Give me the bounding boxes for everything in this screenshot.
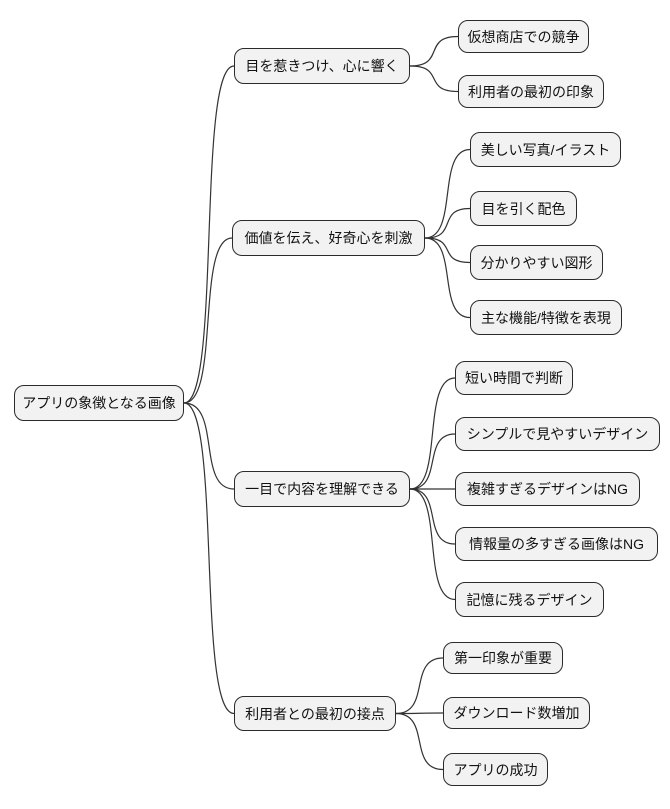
node-label: ダウンロード数増加 — [453, 705, 580, 721]
edge-root-b2 — [183, 237, 233, 404]
mindmap-node-b4c1: 第一印象が重要 — [443, 642, 563, 674]
mindmap-node-b2c4: 主な機能/特徴を表現 — [470, 300, 622, 335]
edge-b1-b1c2 — [409, 65, 459, 93]
edge-root-b1 — [183, 65, 235, 404]
node-label: 記憶に残るデザイン — [466, 591, 593, 608]
node-label: 情報量の多すぎる画像はNG — [469, 536, 644, 552]
edge-b4-b4c1 — [395, 657, 444, 715]
node-label: 複雑すぎるデザインはNG — [467, 481, 628, 497]
mindmap-node-b3c3: 複雑すぎるデザインはNG — [455, 472, 640, 506]
node-label: アプリの成功 — [453, 761, 538, 778]
node-label: アプリの象徴となる画像 — [22, 395, 176, 411]
mindmap-node-b3: 一目で内容を理解できる — [234, 471, 410, 507]
node-label: 主な機能/特徴を表現 — [481, 309, 611, 326]
edge-b2-b2c1 — [424, 148, 471, 239]
mindmap-node-b2c2: 目を引く配色 — [470, 191, 577, 226]
node-label: 第一印象が重要 — [454, 650, 552, 666]
mindmap-node-b2c3: 分かりやすい図形 — [470, 245, 603, 280]
node-label: 利用者の最初の印象 — [468, 83, 594, 100]
edge-b2-b2c4 — [424, 237, 471, 319]
mindmap-node-b2: 価値を伝え、好奇心を刺激 — [232, 220, 425, 256]
edge-b2-b2c3 — [424, 237, 471, 264]
mindmap-node-root: アプリの象徴となる画像 — [14, 385, 184, 421]
mindmap-node-b3c2: シンプルで見やすいデザイン — [455, 417, 660, 451]
edge-b2-b2c2 — [424, 207, 471, 239]
mindmap-node-b4c3: アプリの成功 — [443, 753, 548, 786]
edge-b3-b3c5 — [409, 488, 456, 601]
node-label: 利用者との最初の接点 — [245, 705, 385, 722]
node-label: シンプルで見やすいデザイン — [466, 426, 649, 442]
node-label: 仮想商店での競争 — [467, 28, 580, 45]
edge-root-b4 — [183, 402, 235, 715]
edge-b1-b1c1 — [409, 35, 459, 67]
mindmap-node-b2c1: 美しい写真/イラスト — [470, 132, 621, 167]
edge-root-b3 — [183, 402, 235, 490]
mindmap-node-b3c4: 情報量の多すぎる画像はNG — [455, 527, 658, 561]
mindmap-node-b3c5: 記憶に残るデザイン — [455, 582, 604, 617]
edge-b3-b3c4 — [409, 488, 456, 545]
mindmap-node-b4c2: ダウンロード数増加 — [443, 697, 590, 729]
mindmap-node-b3c1: 短い時間で判断 — [455, 361, 573, 395]
edge-b3-b3c1 — [409, 377, 456, 490]
node-label: 分かりやすい図形 — [480, 254, 593, 271]
edge-b4-b4c3 — [395, 712, 444, 771]
mindmap-node-b1c1: 仮想商店での競争 — [458, 20, 589, 53]
edge-b4-b4c2 — [395, 712, 444, 715]
node-label: 美しい写真/イラスト — [480, 141, 611, 158]
node-label: 一目で内容を理解できる — [245, 481, 399, 497]
node-label: 短い時間で判断 — [465, 370, 563, 386]
mindmap-node-b1c2: 利用者の最初の印象 — [458, 75, 604, 108]
mindmap-node-b4: 利用者との最初の接点 — [234, 696, 396, 731]
mindmap-node-b1: 目を惹きつけ、心に響く — [234, 48, 410, 84]
edge-b3-b3c2 — [409, 433, 456, 490]
node-label: 価値を伝え、好奇心を刺激 — [244, 230, 413, 246]
node-label: 目を惹きつけ、心に響く — [245, 58, 399, 74]
node-label: 目を引く配色 — [481, 200, 566, 217]
